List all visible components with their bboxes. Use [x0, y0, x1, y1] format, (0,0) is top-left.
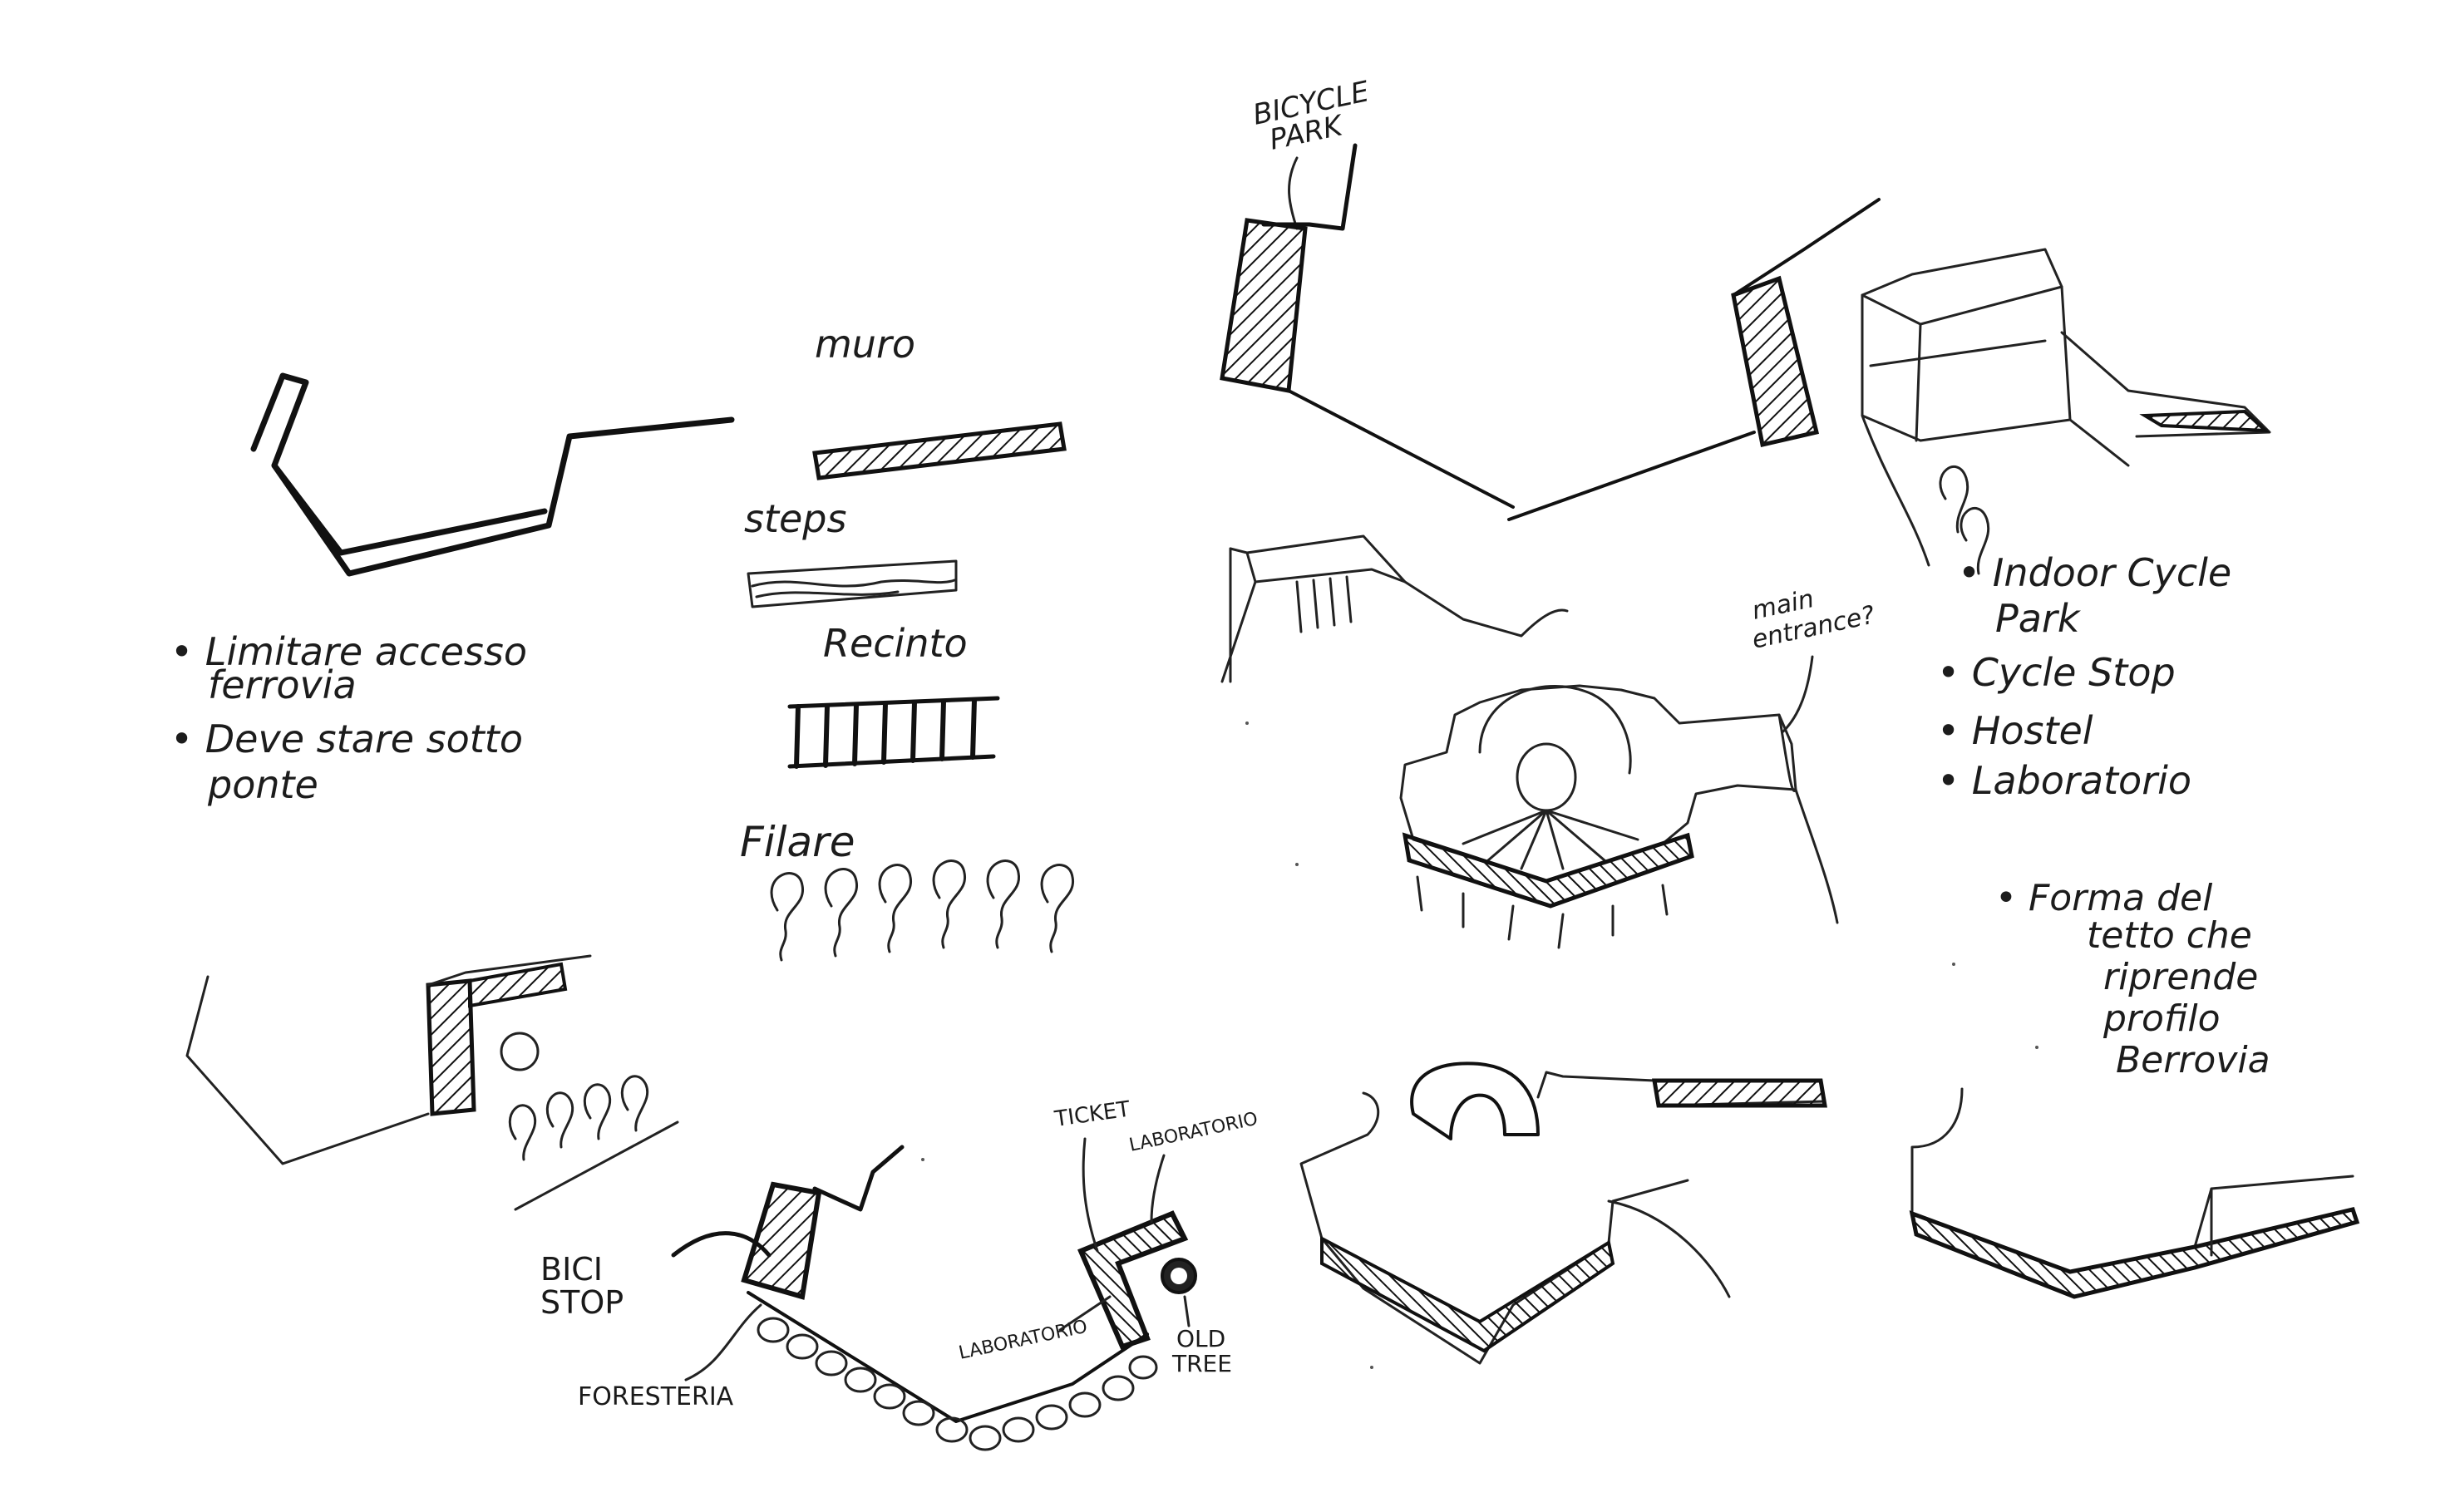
bicycle-park-plan: BICYCLE PARK — [1220, 75, 1881, 521]
program-list: • Indoor Cycle Park • Cycle Stop • Hoste… — [1937, 550, 2231, 803]
roof-note-line-2: tetto che — [2087, 914, 2252, 957]
list-item-4: • Laboratorio — [1937, 758, 2191, 803]
old-tree-icon — [1161, 1258, 1197, 1294]
old-tree-label-2: TREE — [1171, 1350, 1232, 1377]
bici-stop-label-2: STOP — [540, 1284, 624, 1321]
site-notes: • Limitare accesso ferrovia • Deve stare… — [170, 629, 527, 807]
roof-note-line-3: riprende — [2103, 956, 2258, 998]
legend-recinto-swatch — [787, 696, 1000, 769]
legend-recinto-label: Recinto — [823, 621, 968, 666]
paper-speckles — [921, 722, 2038, 1369]
legend-muro-label: muro — [815, 322, 915, 367]
old-tree-label-1: OLD — [1176, 1325, 1225, 1352]
ticket-label: TICKET — [1052, 1097, 1131, 1133]
semicircle-perspective — [1299, 1061, 1827, 1365]
legend-filare-label: Filare — [740, 818, 855, 866]
roof-note-line-4: profilo — [2103, 997, 2221, 1040]
entrance-perspective — [1220, 534, 1569, 683]
legend-steps-label: steps — [744, 496, 846, 541]
list-item-1: • Indoor Cycle — [1958, 550, 2231, 595]
roof-note-line-5: Berrovia — [2116, 1039, 2270, 1081]
site-plan-trees — [185, 954, 679, 1211]
note-line-1: • Limitare accesso — [170, 629, 527, 674]
legend-filare-swatch — [770, 859, 1075, 962]
indoor-cycle-park-3d — [1861, 248, 2271, 575]
note-line-4: ponte — [207, 762, 318, 807]
list-item-3: • Hostel — [1937, 708, 2093, 753]
legend: muro steps Recinto Filare — [740, 322, 1075, 962]
roof-profile-plan — [1909, 1087, 2360, 1299]
note-line-3: • Deve stare sotto — [170, 717, 523, 761]
bici-stop-label-1: BICI — [540, 1251, 603, 1288]
roof-note: • Forma del tetto che riprende profilo B… — [1995, 877, 2270, 1081]
site-outline-sketch-1 — [250, 372, 735, 577]
legend-steps-swatch — [747, 559, 958, 608]
roof-note-line-1: • Forma del — [1995, 877, 2213, 919]
labelled-site-plan: BICI STOP FORESTERIA TICKET LABORATORIO — [540, 1097, 1260, 1451]
list-item-1b: Park — [1995, 596, 2082, 641]
foresteria-label: FORESTERIA — [578, 1382, 734, 1411]
laboratorio-label-top: LABORATORIO — [1127, 1109, 1260, 1156]
note-line-2: ferrovia — [208, 662, 357, 707]
main-entrance-perspective: main entrance? — [1399, 584, 1877, 949]
list-item-2: • Cycle Stop — [1937, 650, 2176, 695]
legend-muro-swatch — [812, 421, 1067, 480]
